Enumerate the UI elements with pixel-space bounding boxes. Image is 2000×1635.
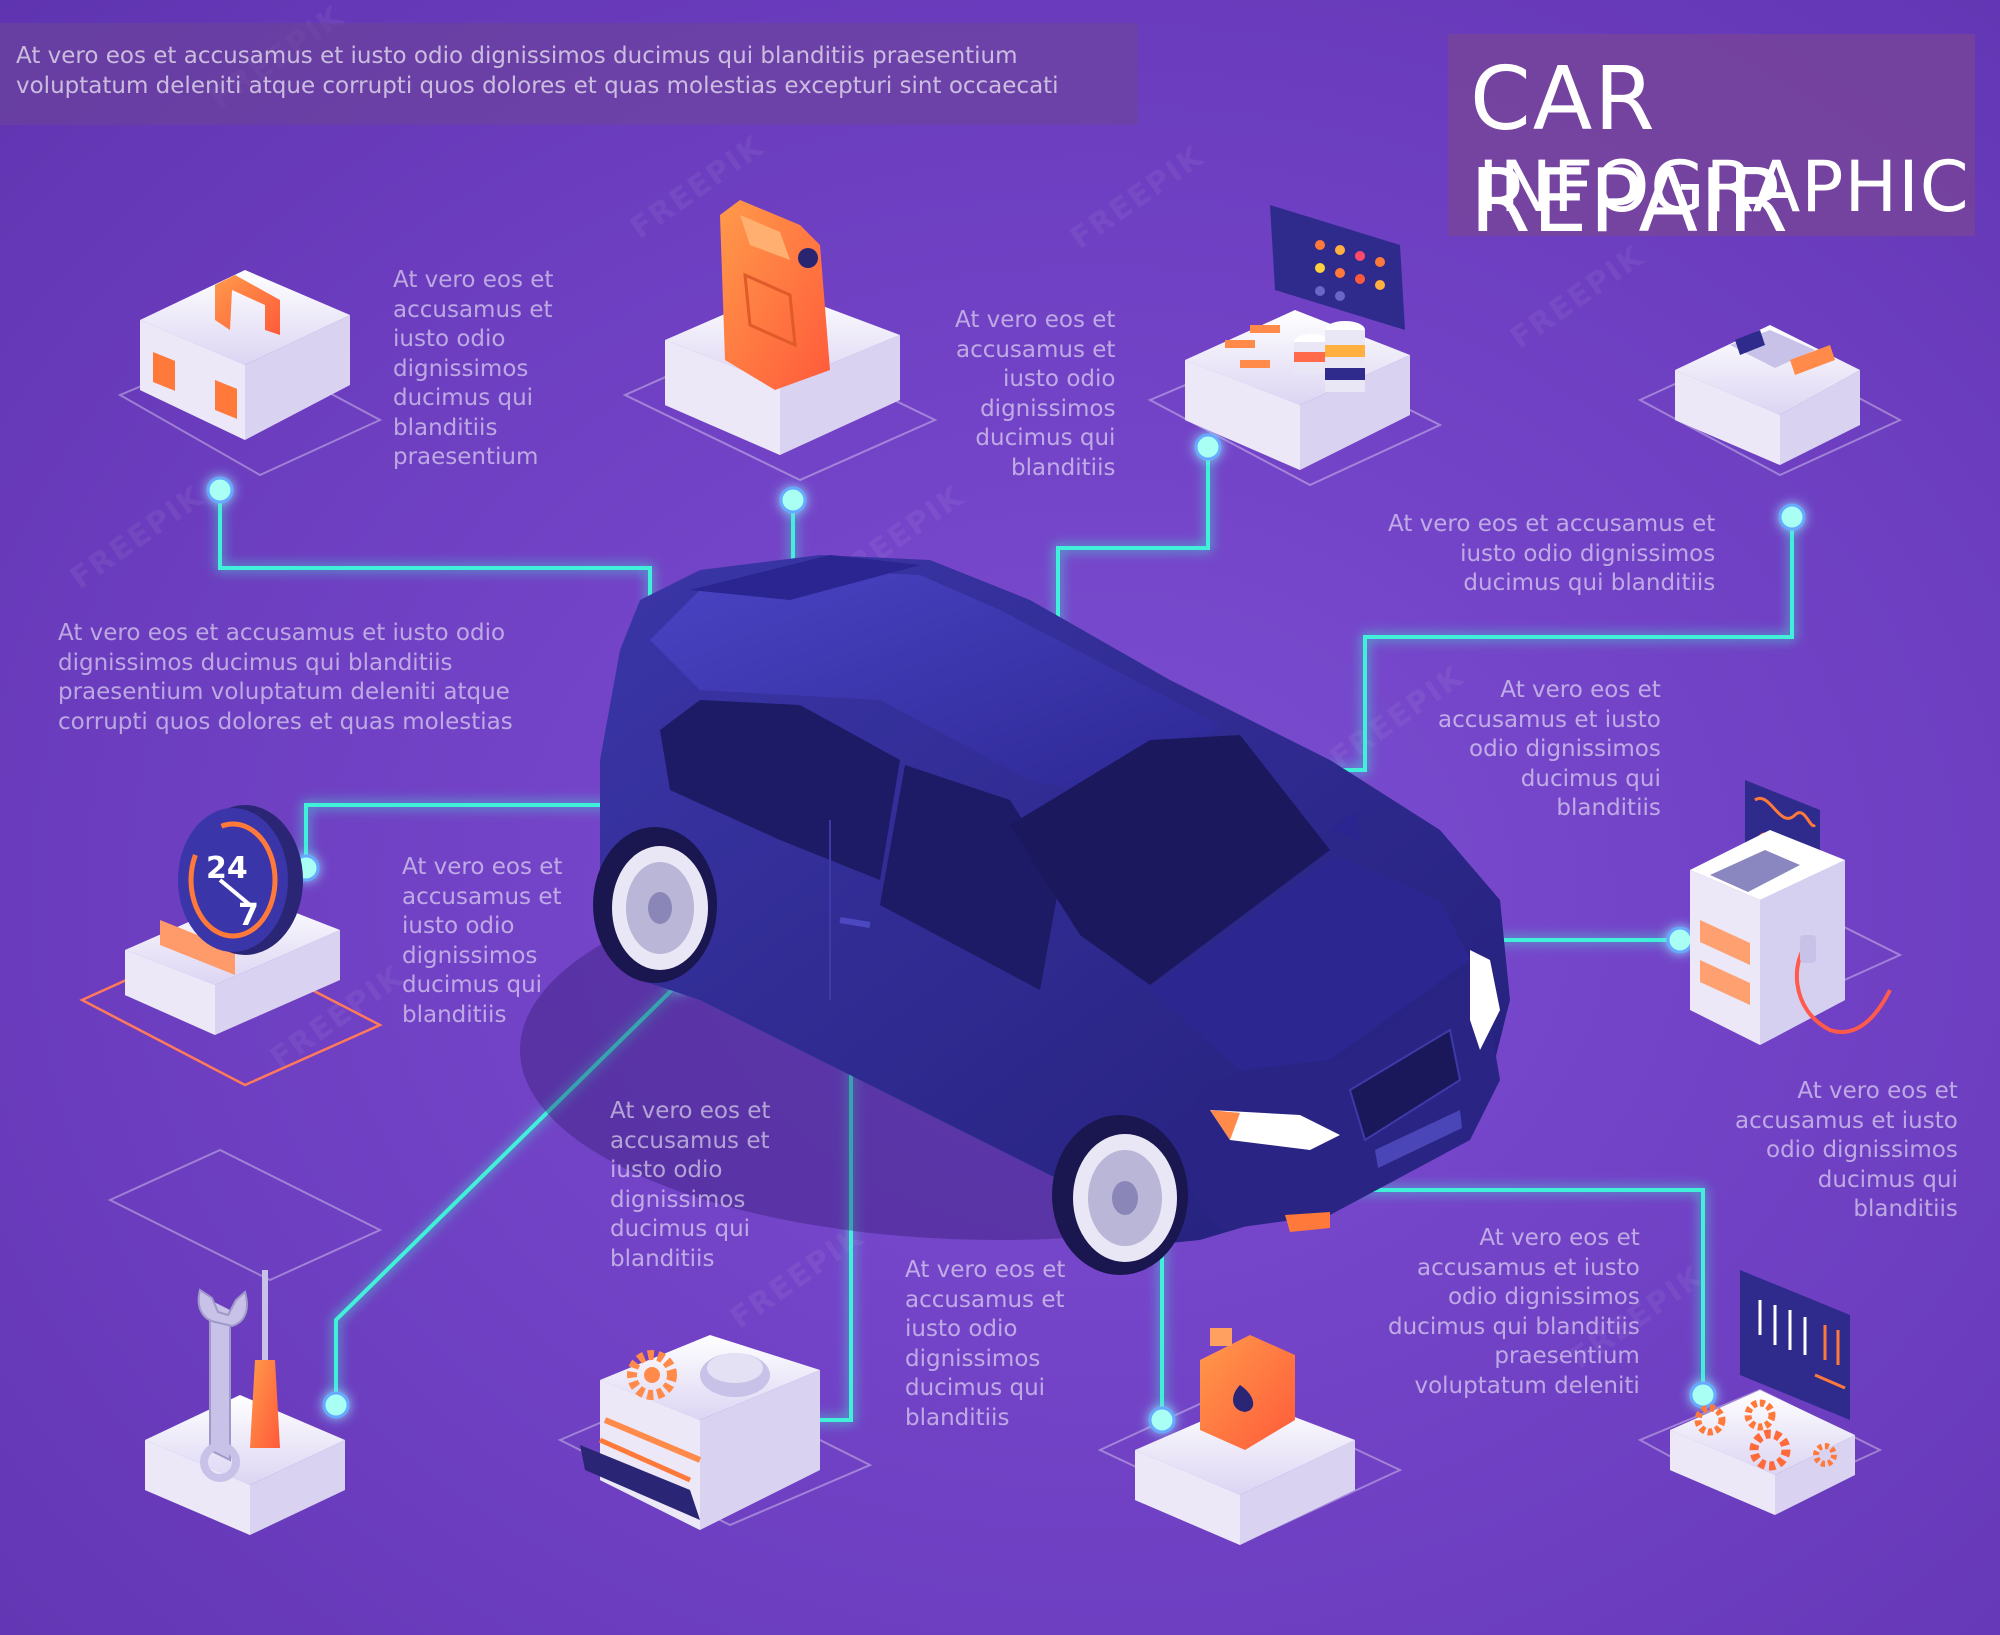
description-toolbox: At vero eos et accusamus et iusto odio d…	[393, 267, 554, 470]
engine-cabinet-icon	[580, 1335, 820, 1530]
fuel-canister-icon	[665, 200, 900, 455]
paint-station-icon	[1185, 205, 1410, 470]
badge-7: 7	[238, 898, 259, 933]
wrench-screwdriver-icon	[145, 1270, 345, 1535]
description-paint: At vero eos et accusamus et iusto odio d…	[1388, 511, 1716, 596]
description-tools: At vero eos et accusamus et iusto odio d…	[610, 1098, 771, 1272]
description-left-long: At vero eos et accusamus et iusto odio d…	[58, 620, 513, 735]
car-illustration	[520, 555, 1510, 1275]
title-box: CAR REPAIR INFOGRAPHIC	[1448, 34, 1975, 252]
intro-banner: At vero eos et accusamus et iusto odio d…	[0, 23, 1138, 125]
page-subtitle: INFOGRAPHIC	[1478, 146, 1970, 228]
toolbox-icon	[140, 270, 350, 440]
badge-slash	[218, 878, 252, 907]
description-right-mid: At vero eos et accusamus et iusto odio d…	[1438, 677, 1661, 821]
description-diagnostic: At vero eos et accusamus et iusto odio d…	[1735, 1078, 1958, 1222]
page-title: CAR REPAIR	[1470, 48, 1790, 252]
service-247-icon: 24 7	[125, 805, 340, 1035]
oil-canister-icon	[1135, 1328, 1355, 1545]
lift-platform-icon	[1675, 325, 1860, 465]
gears-toolboard-icon	[1670, 1270, 1855, 1515]
description-engine: At vero eos et accusamus et iusto odio d…	[905, 1257, 1066, 1431]
diagnostic-machine-icon	[1690, 780, 1892, 1045]
description-247: At vero eos et accusamus et iusto odio d…	[402, 854, 563, 1028]
description-fuel: At vero eos et accusamus et iusto odio d…	[955, 307, 1116, 481]
description-gears: At vero eos et accusamus et iusto odio d…	[1388, 1225, 1640, 1399]
badge-24: 24	[206, 851, 248, 886]
